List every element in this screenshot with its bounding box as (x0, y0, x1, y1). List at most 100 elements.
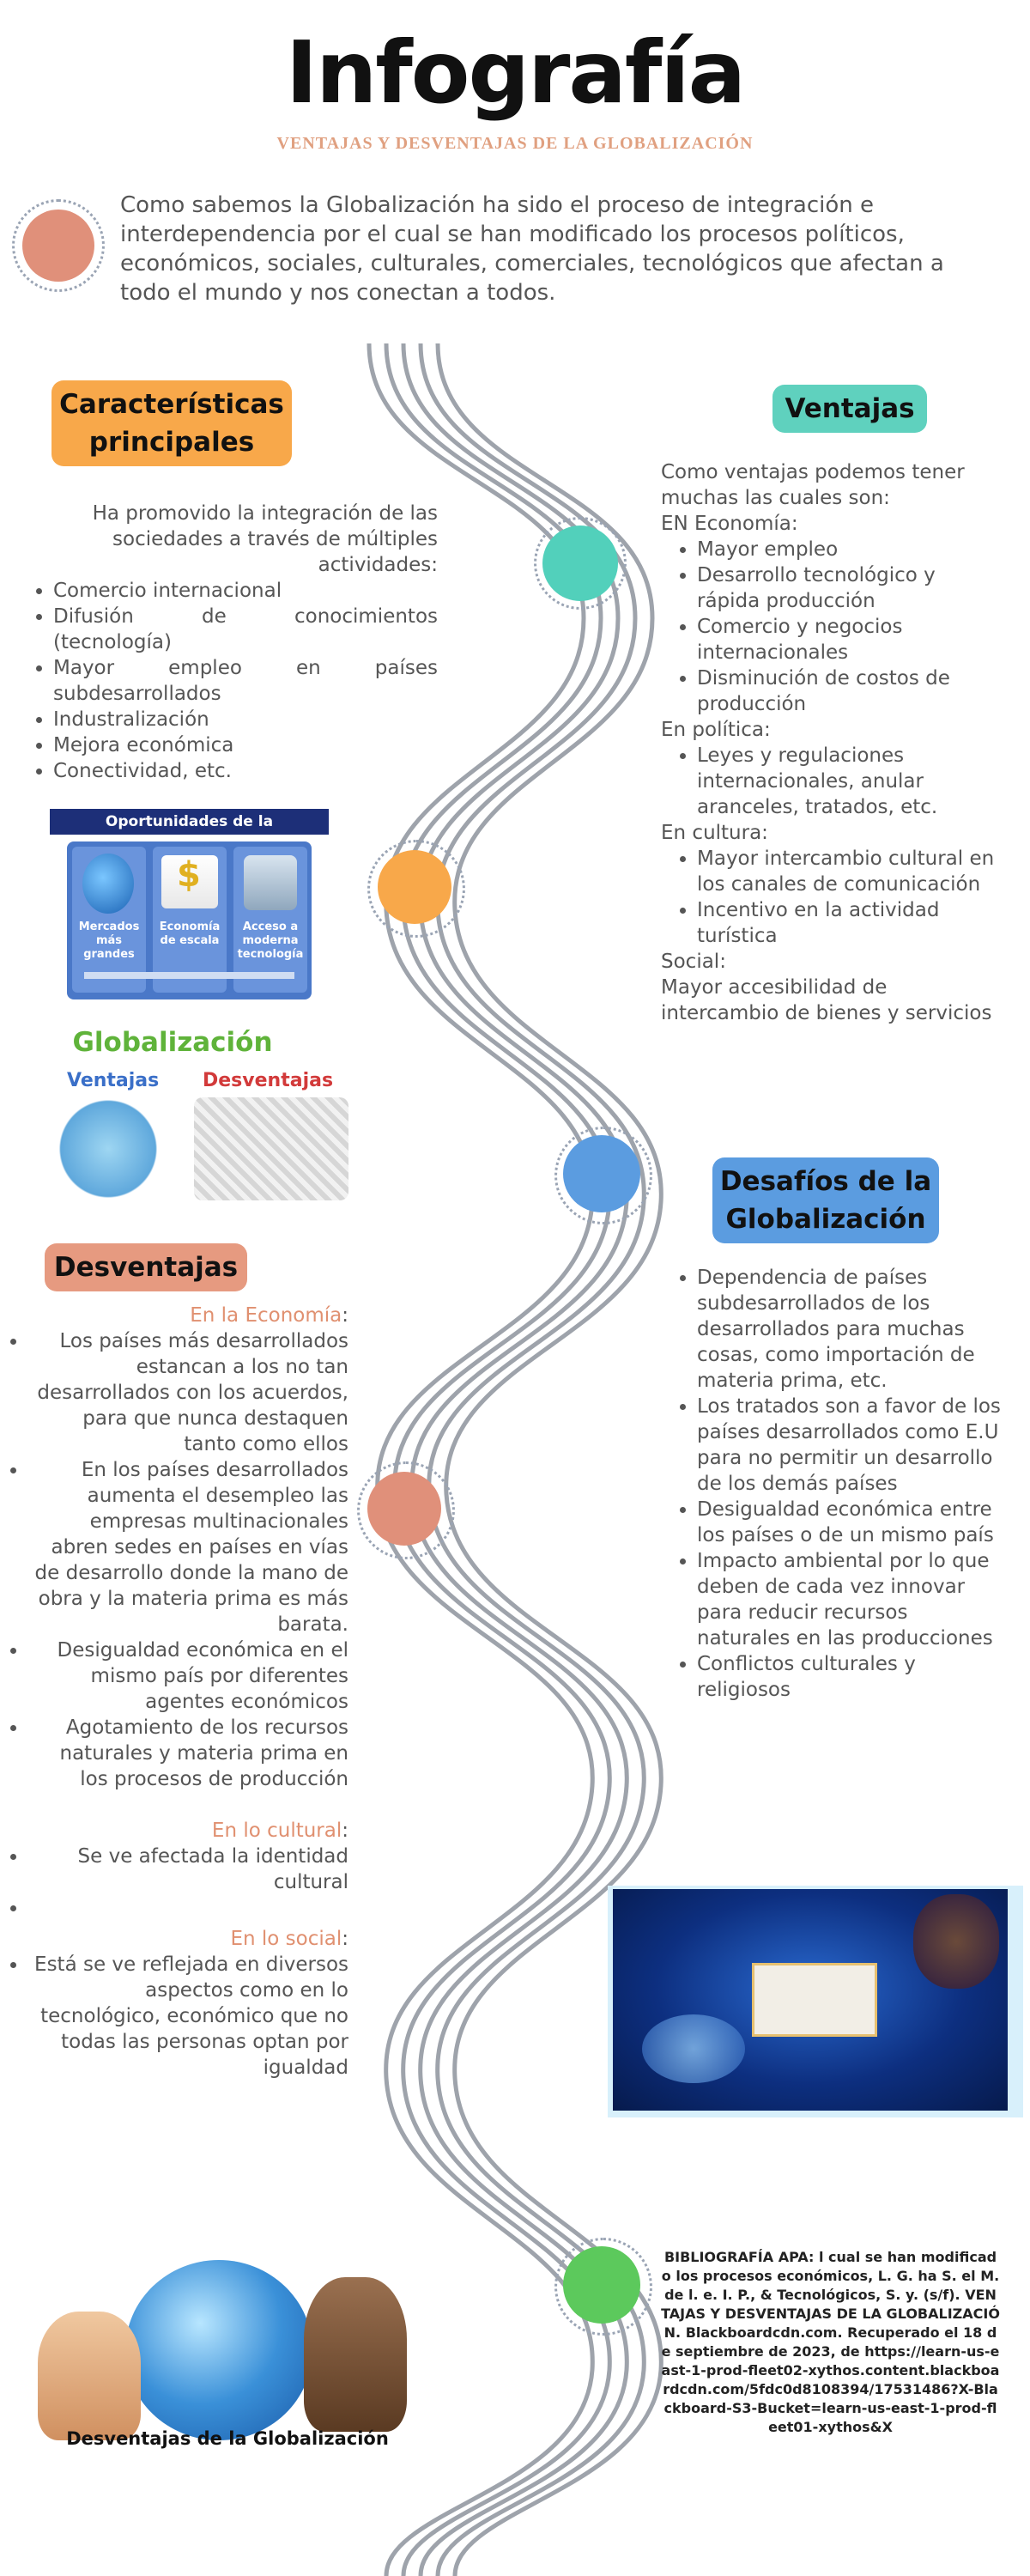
list-item: Conectividad, etc. (53, 758, 438, 784)
list-item: Desigualdad económica entre los países o… (697, 1497, 1004, 1548)
globalizacion-img-left: Ventajas (67, 1070, 160, 1091)
ventajas-politica-label: En política: (661, 719, 771, 741)
ventajas-heading: Ventajas (772, 385, 927, 433)
oportunidades-panel-2: $ Economía de escala (153, 847, 227, 993)
list-item: En los países desarrollados aumenta el d… (27, 1457, 348, 1637)
desventajas-section: En la Economía: Los países más desarroll… (9, 1303, 348, 2081)
earth-globe-icon (125, 2260, 312, 2440)
desventajas-image: Desventajas de la Globalización (29, 2226, 426, 2459)
list-item: Desigualdad económica en el mismo país p… (27, 1637, 348, 1715)
dollar-icon: $ (177, 855, 201, 895)
list-item: Desarrollo tecnológico y rápida producci… (697, 562, 1004, 614)
desafios-heading-text: Desafíos de la Globalización (719, 1166, 932, 1235)
blue-dot-ring (554, 1127, 652, 1224)
desventajas-heading: Desventajas (45, 1243, 247, 1291)
globalizacion-img-title: Globalización (72, 1027, 273, 1058)
bibliografia-text: BIBLIOGRAFÍA APA: l cual se han modifica… (661, 2249, 1000, 2435)
technology-icon (244, 855, 297, 910)
desventajas-heading-text: Desventajas (53, 1252, 239, 1283)
list-item: Agotamiento de los recursos naturales y … (27, 1715, 348, 1792)
list-item: Mayor empleo en países subdesarrollados (53, 655, 438, 707)
list-item: Dependencia de países subdesarrollados d… (697, 1265, 1004, 1394)
world-map-icon (48, 1097, 168, 1200)
ventajas-social-text: Mayor accesibilidad de intercambio de bi… (661, 976, 992, 1024)
intro-text: Como sabemos la Globalización ha sido el… (120, 192, 944, 306)
list-item: Está se ve reflejada en diversos aspecto… (27, 1952, 348, 2081)
ventajas-lead: Como ventajas podemos tener muchas las c… (661, 461, 965, 509)
desafios-heading: Desafíos de la Globalización (712, 1157, 939, 1243)
oportunidades-image: Oportunidades de la Globalización Mercad… (50, 809, 329, 1006)
list-item: Incentivo en la actividad turística (697, 897, 1004, 949)
salmon-dot-ring (357, 1461, 455, 1559)
orange-dot (378, 850, 451, 924)
ventajas-heading-text: Ventajas (785, 393, 915, 424)
panel-label: Acceso a moderna tecnología (237, 920, 304, 961)
list-item: Industralización (53, 707, 438, 732)
list-item: Se ve afectada la identidad cultural (27, 1844, 348, 1895)
list-item: Comercio internacional (53, 578, 438, 604)
desafios-section: Dependencia de países subdesarrollados d… (661, 1265, 1004, 1703)
list-item: Mejora económica (53, 732, 438, 758)
face-icon (913, 1894, 999, 1989)
oportunidades-panel-3: Acceso a moderna tecnología (233, 847, 307, 993)
desventajas-economia-list: Los países más desarrollados estancan a … (9, 1328, 348, 1792)
desventajas-img-caption: Desventajas de la Globalización (66, 2428, 389, 2449)
list-item: Mayor intercambio cultural en los canale… (697, 846, 1004, 897)
desventajas-social-list: Está se ve reflejada en diversos aspecto… (9, 1952, 348, 2081)
orange-dot-ring (367, 840, 465, 938)
list-item: Conflictos culturales y religiosos (697, 1651, 1004, 1703)
globe-icon (642, 2014, 745, 2083)
ventajas-social-label: Social: (661, 951, 726, 973)
panel-label: Economía de escala (159, 920, 221, 947)
teal-dot (542, 526, 618, 601)
ventajas-cultura-label: En cultura: (661, 822, 768, 844)
teal-dot-ring (534, 517, 627, 610)
intro-dot (22, 210, 94, 282)
caracteristicas-heading-text: Características principales (59, 389, 284, 458)
list-item: Difusión de conocimientos (tecnología) (53, 604, 438, 655)
desventajas-economia-label: En la Economía: (190, 1304, 348, 1327)
section-label: En lo social (230, 1928, 342, 1950)
caracteristicas-heading: Características principales (52, 380, 292, 466)
book-icon (752, 1963, 877, 2037)
global-network-image (608, 1886, 1023, 2117)
desventajas-social-label: En lo social: (230, 1928, 348, 1950)
ventajas-economia-list: Mayor empleo Desarrollo tecnológico y rá… (661, 537, 1004, 717)
section-label: En lo cultural (211, 1820, 342, 1842)
list-item: Comercio y negocios internacionales (697, 614, 1004, 665)
panel-label: Mercados más grandes (78, 920, 140, 961)
list-item: Mayor empleo (697, 537, 1004, 562)
ventajas-politica-list: Leyes y regulaciones internacionales, an… (661, 743, 1004, 820)
caracteristicas-section: Ha promovido la integración de las socie… (34, 501, 438, 784)
blue-dot (563, 1135, 640, 1212)
list-item (27, 1895, 348, 1921)
desventajas-cultural-list: Se ve afectada la identidad cultural (9, 1844, 348, 1921)
oportunidades-panel-1: Mercados más grandes (72, 847, 146, 993)
problems-illustration-icon (194, 1097, 348, 1200)
oportunidades-title: Oportunidades de la Globalización (50, 809, 329, 856)
economy-icon (161, 855, 218, 908)
list-item: Los tratados son a favor de los países d… (697, 1394, 1004, 1497)
globalizacion-img-right: Desventajas (203, 1070, 334, 1091)
list-item: Los países más desarrollados estancan a … (27, 1328, 348, 1457)
seated-figure-icon (304, 2277, 407, 2432)
green-dot-ring (554, 2238, 652, 2336)
double-arrow-icon (84, 972, 294, 979)
intro-dot-ring (12, 199, 105, 292)
child-figure-icon (38, 2312, 141, 2440)
markets-icon (82, 854, 134, 914)
ventajas-cultura-list: Mayor intercambio cultural en los canale… (661, 846, 1004, 949)
globalizacion-image: Globalización Ventajas Desventajas (48, 1027, 357, 1207)
list-item: Impacto ambiental por lo que deben de ca… (697, 1548, 1004, 1651)
salmon-dot (367, 1472, 441, 1546)
caracteristicas-list: Comercio internacional Difusión de conoc… (34, 578, 438, 784)
list-item: Disminución de costos de producción (697, 665, 1004, 717)
ventajas-section: Como ventajas podemos tener muchas las c… (661, 459, 1004, 1026)
green-dot (563, 2246, 640, 2324)
page-subtitle: VENTAJAS Y DESVENTAJAS DE LA GLOBALIZACI… (276, 134, 754, 153)
section-label: En la Economía (190, 1304, 342, 1327)
caracteristicas-lead: Ha promovido la integración de las socie… (92, 502, 438, 576)
desventajas-cultural-label: En lo cultural: (211, 1820, 348, 1842)
page-title: Infografía (285, 22, 746, 123)
ventajas-economia-label: EN Economía: (661, 513, 798, 535)
